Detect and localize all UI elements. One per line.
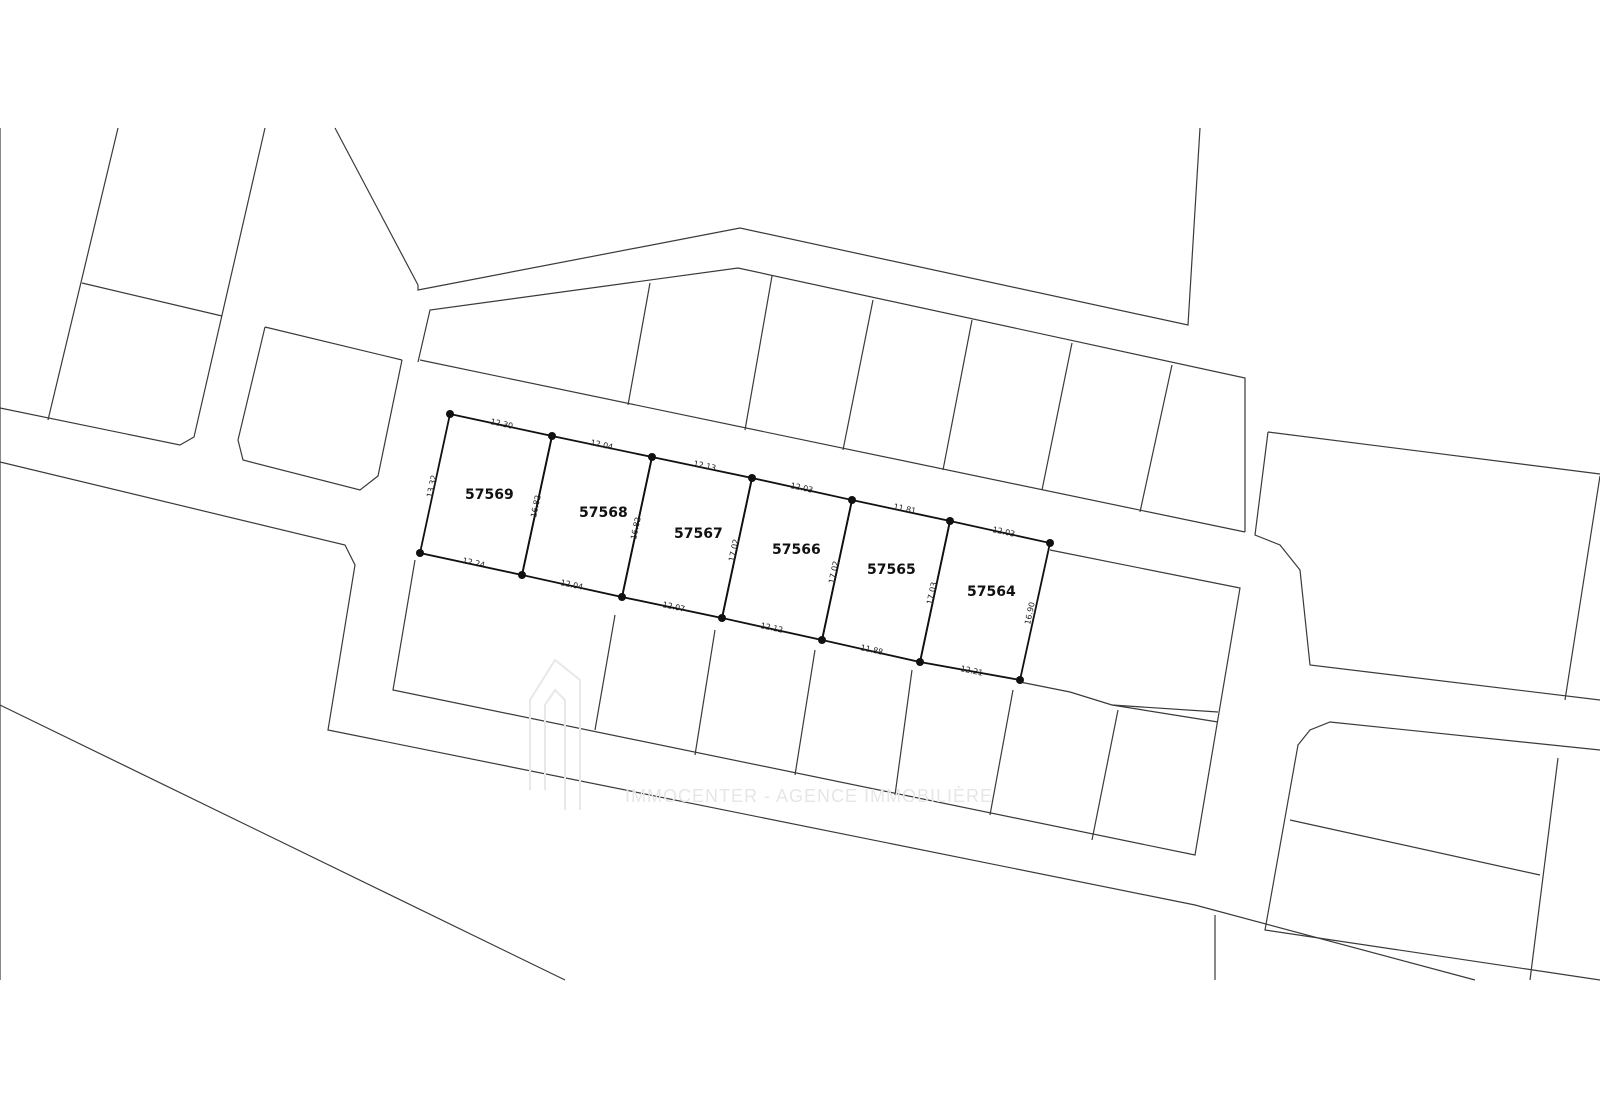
parcel-line <box>842 299 874 451</box>
parcel-line <box>1289 819 1541 876</box>
parcel-line <box>1529 757 1559 981</box>
vertex-marker <box>518 571 526 579</box>
parcel-line <box>627 282 651 406</box>
lot-number: 57569 <box>465 487 514 503</box>
lot-number: 57565 <box>867 562 916 578</box>
vertex-marker <box>1046 539 1054 547</box>
dimension-left: 13.32 <box>425 474 439 498</box>
dimension-bottom: 12.07 <box>662 600 686 614</box>
watermark: IMMOCENTER - AGENCE IMMOBILIÈRE <box>529 658 993 810</box>
dimension-top: 11.81 <box>893 502 917 516</box>
parcel-line <box>694 629 716 756</box>
vertex-markers <box>416 410 1054 684</box>
road-north-edge-west <box>0 127 266 446</box>
parcel-line <box>1041 342 1073 491</box>
lot-boundary <box>918 519 1052 682</box>
vertex-marker <box>1016 676 1024 684</box>
lot-57567[interactable]: 57567 12.13 12.07 16.82 <box>620 455 754 620</box>
vertex-marker <box>416 549 424 557</box>
lot-number: 57568 <box>579 505 628 521</box>
dimension-bottom: 12.21 <box>960 664 984 678</box>
parcel-line <box>237 326 403 491</box>
parcel-line <box>392 549 1241 856</box>
dimension-left: 16.82 <box>629 516 643 540</box>
dimension-top: 12.04 <box>590 438 614 452</box>
lot-number: 57566 <box>772 542 821 558</box>
parcel-line <box>81 282 223 317</box>
parcel-line <box>419 359 1246 533</box>
parcel-line <box>264 326 403 361</box>
parcel-line <box>1564 475 1600 701</box>
vertex-marker <box>548 432 556 440</box>
dimension-left: 16.82 <box>529 494 543 518</box>
parcel-line <box>334 127 1201 326</box>
building-logo-icon <box>529 658 581 810</box>
lot-57568[interactable]: 57568 12.04 12.04 16.82 <box>520 434 654 599</box>
parcel-line <box>744 275 773 431</box>
dimension-left: 17.02 <box>727 538 741 562</box>
vertex-marker <box>748 474 756 482</box>
parcel-line <box>894 669 913 796</box>
parcel-line <box>1019 681 1219 723</box>
lot-number: 57567 <box>674 526 723 542</box>
watermark-text: IMMOCENTER - AGENCE IMMOBILIÈRE <box>625 786 993 806</box>
vertex-marker <box>648 453 656 461</box>
lot-57565[interactable]: 57565 11.81 11.88 17.02 <box>820 498 952 664</box>
parcel-line <box>794 649 816 776</box>
vertex-marker <box>946 517 954 525</box>
parcel-line <box>1254 431 1600 701</box>
dimension-left: 17.03 <box>925 581 939 605</box>
building-logo-icon-inner <box>544 688 566 810</box>
lot-57564[interactable]: 57564 12.03 12.21 17.03 16.90 <box>918 519 1052 682</box>
dimension-top: 12.13 <box>693 459 717 473</box>
dimension-bottom: 11.88 <box>860 643 884 657</box>
parcel-line <box>1091 709 1119 841</box>
parcel-line <box>417 267 1246 532</box>
dimension-top: 12.30 <box>490 417 514 431</box>
vertex-marker <box>446 410 454 418</box>
vertex-marker <box>916 658 924 666</box>
vertex-marker <box>618 593 626 601</box>
parcel-line <box>1264 721 1600 981</box>
parcel-line <box>989 689 1014 816</box>
lot-boundary <box>720 476 854 642</box>
parcel-line <box>942 319 973 471</box>
lot-57569[interactable]: 57569 12.30 12.24 13.32 <box>418 412 554 577</box>
parcel-line <box>1139 364 1173 513</box>
vertex-marker <box>848 496 856 504</box>
parcel-line <box>594 614 616 731</box>
dimension-bottom: 12.24 <box>462 556 486 570</box>
vertex-marker <box>718 614 726 622</box>
road-north-edge-west-2 <box>47 127 119 421</box>
dimension-top: 12.03 <box>992 525 1016 539</box>
road-south-edge-west <box>0 461 1476 981</box>
dimension-left: 17.02 <box>827 560 841 584</box>
parcel-line <box>1267 431 1600 475</box>
lot-boundary <box>820 498 952 664</box>
dimension-bottom: 12.04 <box>560 578 584 592</box>
vertex-marker <box>818 636 826 644</box>
dimension-bottom: 12.12 <box>760 621 784 635</box>
lot-number: 57564 <box>967 584 1016 600</box>
background-parcels <box>0 127 1600 981</box>
diagonal-road <box>0 704 566 981</box>
dimension-top: 12.03 <box>790 481 814 495</box>
lot-57566[interactable]: 57566 12.03 12.12 17.02 <box>720 476 854 642</box>
parcel-line <box>1111 704 1219 713</box>
